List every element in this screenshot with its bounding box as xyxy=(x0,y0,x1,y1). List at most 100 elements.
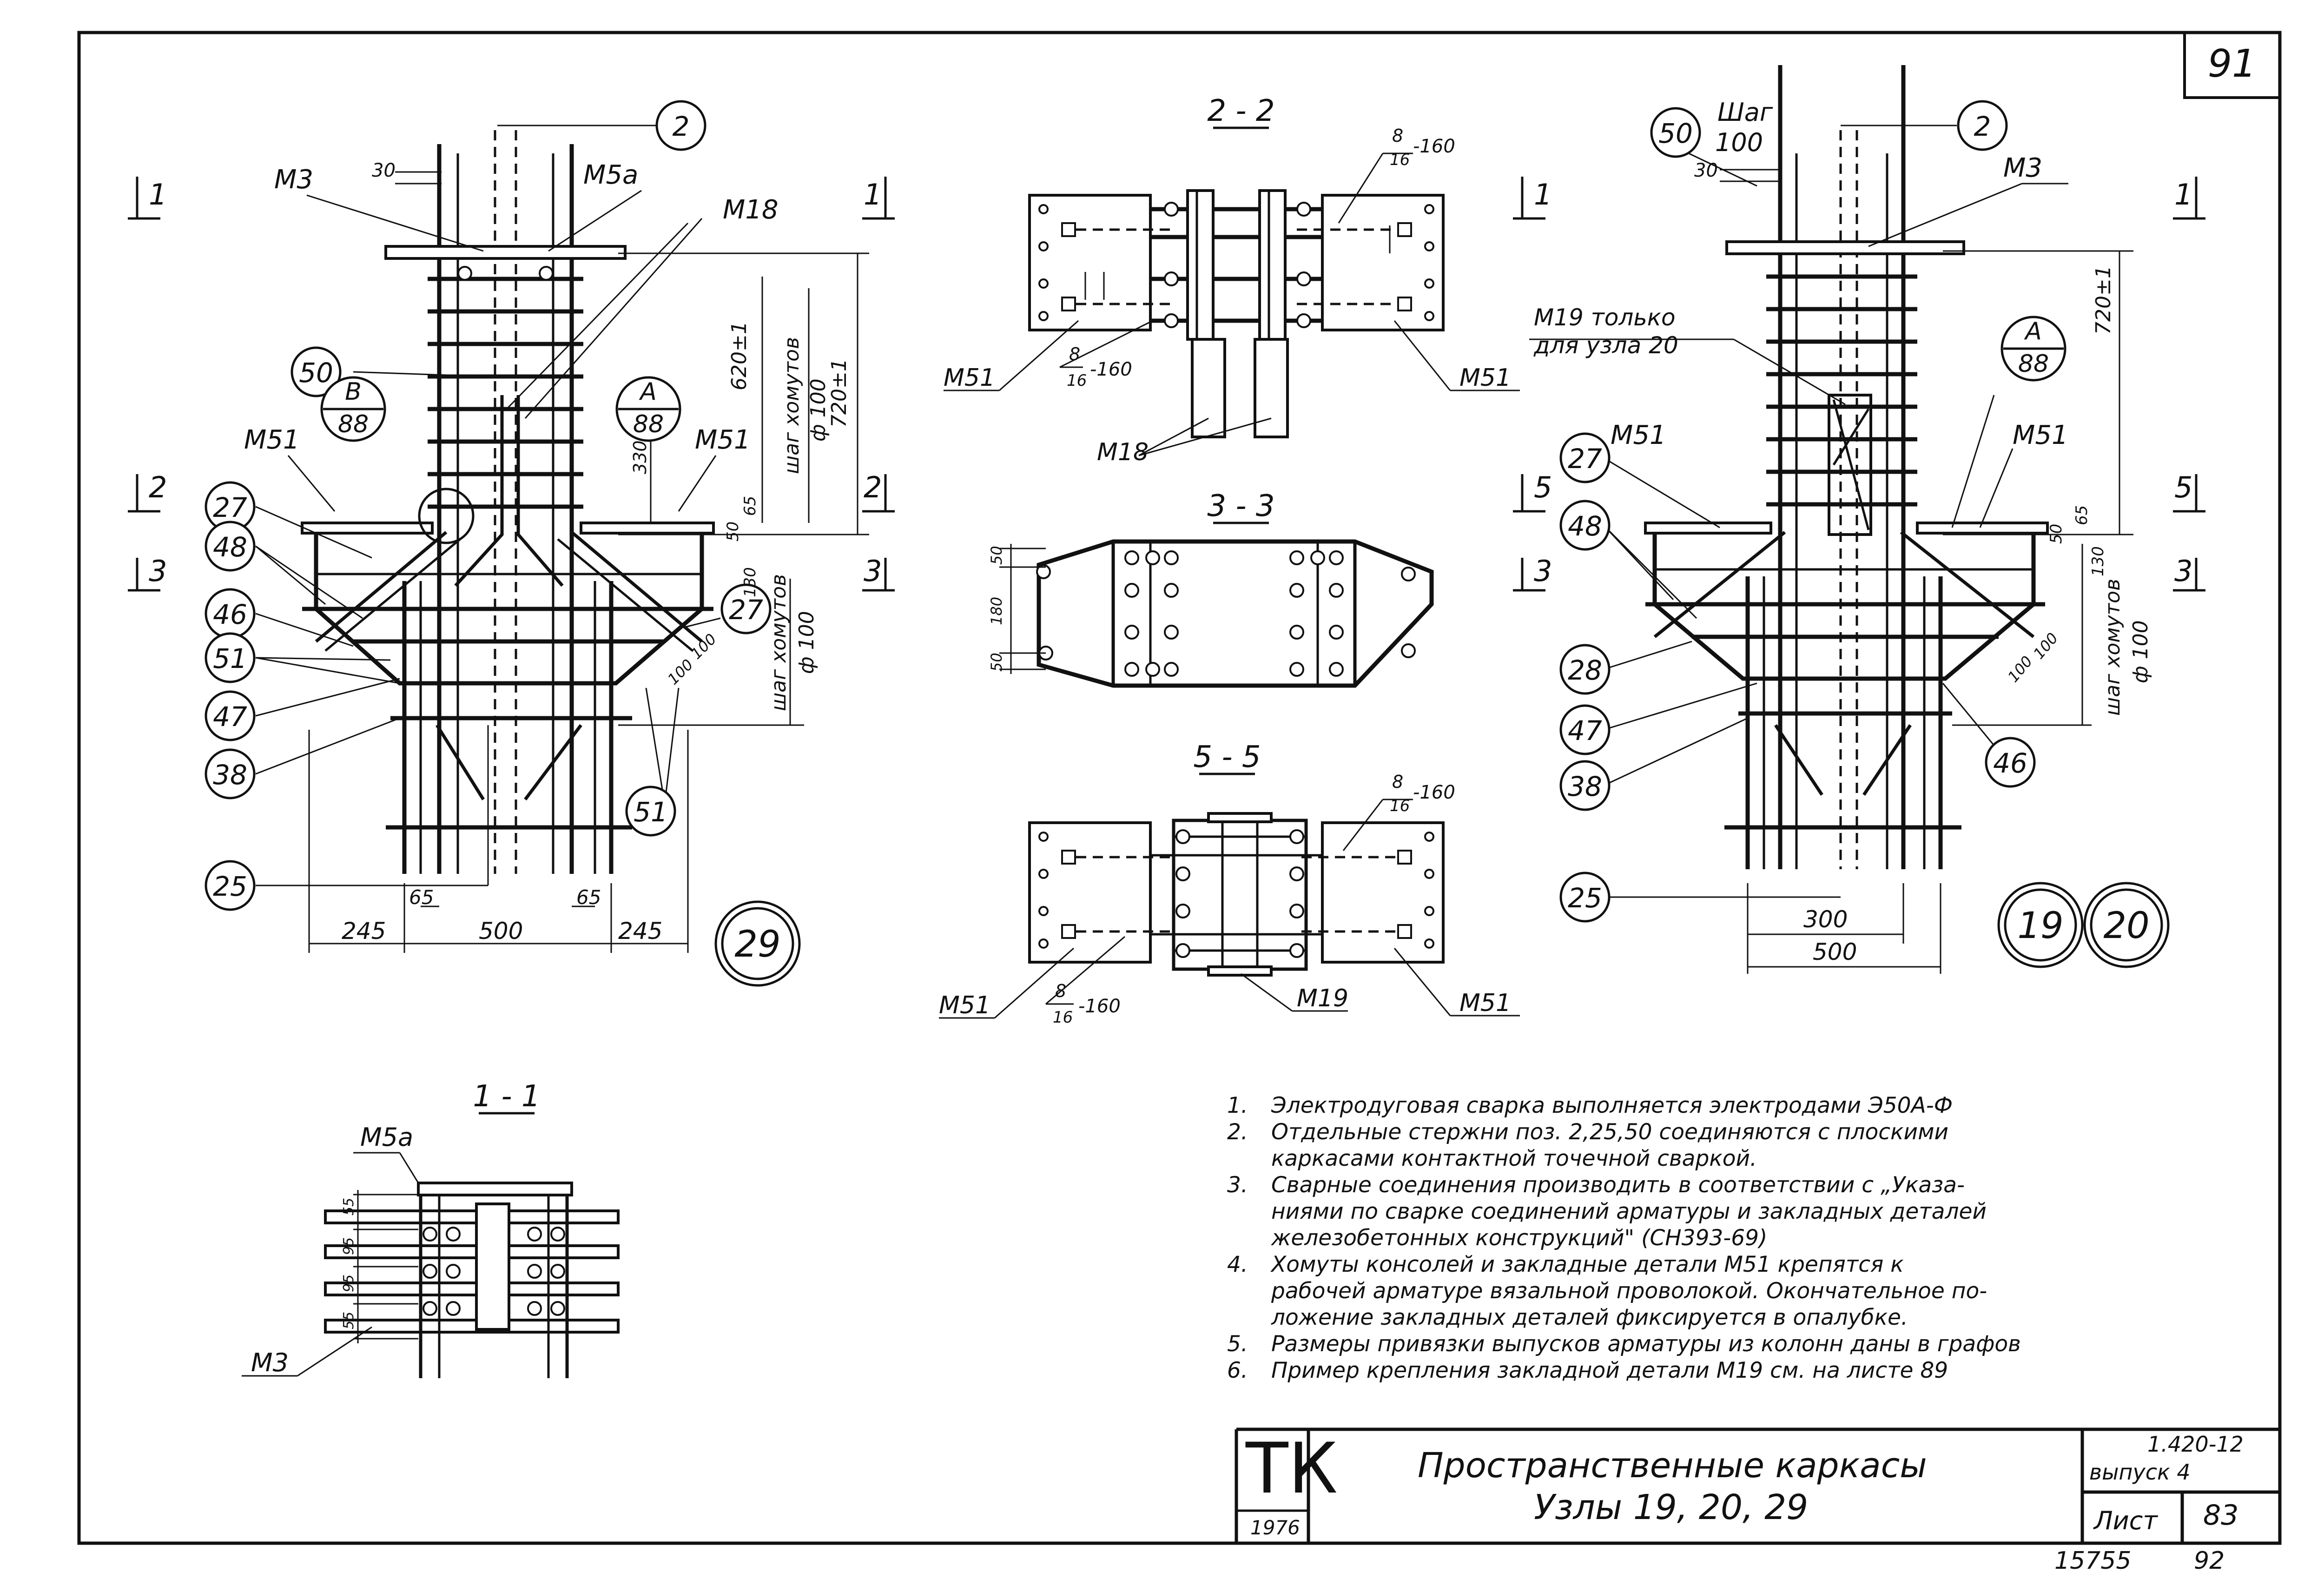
svg-text:48: 48 xyxy=(1568,510,1602,542)
title-block-issue: выпуск 4 xyxy=(2089,1460,2191,1485)
title-block-logo: ТК xyxy=(1246,1428,1338,1509)
dim-3-3-50-bottom: 50 xyxy=(988,653,1005,672)
position-bubble-27-r: 27 xyxy=(1559,432,1611,483)
dim-720-r: 720±1 xyxy=(2092,265,2115,335)
svg-text:5: 5 xyxy=(1534,470,1552,504)
section-mark-3-left-r: 3 xyxy=(1513,554,1552,592)
position-bubble-48-r: 48 xyxy=(1559,500,1611,551)
section-mark-1-right: 1 xyxy=(862,177,895,220)
dim-step-bottom: шаг хомутов xyxy=(767,574,791,711)
svg-text:-160: -160 xyxy=(1413,136,1455,157)
section-3-3: 3 - 3 50 180 50 xyxy=(988,489,1434,688)
note-item: 5. Размеры привязки выпусков арматуры из… xyxy=(1227,1331,2021,1357)
svg-text:3: 3 xyxy=(1534,554,1552,588)
dim-30: 30 xyxy=(372,160,396,181)
svg-text:16: 16 xyxy=(1390,151,1410,169)
dim-620: 620±1 xyxy=(727,321,751,390)
detail-callout-a-r: A 88 xyxy=(2000,316,2067,382)
position-bubble-2-r: 2 xyxy=(1957,100,2008,151)
dim-500-r: 500 xyxy=(1813,938,1857,965)
section-mark-3-left: 3 xyxy=(128,554,167,592)
label-m3-r: М3 xyxy=(2003,153,2042,183)
section-title-2-2: 2 - 2 xyxy=(1207,94,1274,128)
note-item: 6. Пример крепления закладной детали М19… xyxy=(1227,1358,1948,1383)
label-m51-2-2-left: М51 xyxy=(944,364,995,392)
label-step-value: 100 xyxy=(1715,128,1763,157)
svg-text:48: 48 xyxy=(213,531,247,563)
title-block-title-2: Узлы 19, 20, 29 xyxy=(1534,1487,1809,1527)
bottom-left-code: 15755 xyxy=(2054,1547,2132,1575)
dim-1-1-55-top: 55 xyxy=(341,1198,357,1215)
title-block-year: 1976 xyxy=(1250,1516,1300,1539)
dim-130-r: 130 xyxy=(2089,546,2107,576)
section-title-5-5: 5 - 5 xyxy=(1193,740,1261,774)
section-mark-2-right: 2 xyxy=(862,470,895,513)
dim-100b-r: 100 xyxy=(2030,629,2061,662)
svg-text:3: 3 xyxy=(2174,554,2192,588)
label-m19-note-1: М19 только xyxy=(1534,304,1676,331)
node-label-29: 29 xyxy=(714,900,801,987)
label-m51-right: М51 xyxy=(695,425,751,455)
svg-text:51: 51 xyxy=(634,796,668,828)
svg-text:1: 1 xyxy=(149,178,167,211)
dim-50: 50 xyxy=(724,522,742,542)
position-bubble-27-left: 27 xyxy=(205,481,256,532)
section-mark-1-right-r: 1 xyxy=(2173,177,2205,220)
svg-text:1: 1 xyxy=(864,178,882,211)
label-m51-left: М51 xyxy=(244,425,300,455)
dim-100a-r: 100 xyxy=(2004,653,2036,686)
svg-text:2: 2 xyxy=(673,111,690,142)
svg-text:88: 88 xyxy=(2018,350,2049,378)
svg-text:19: 19 xyxy=(2017,905,2063,947)
dim-130: 130 xyxy=(741,567,759,597)
dim-65-r: 65 xyxy=(2073,505,2091,525)
svg-text:8: 8 xyxy=(1055,981,1066,1001)
position-bubble-47-r: 47 xyxy=(1559,704,1611,755)
svg-text:-160: -160 xyxy=(1090,359,1132,380)
label-step: Шаг xyxy=(1717,98,1773,127)
note-item: 3. Сварные соединения производить в соот… xyxy=(1227,1172,1987,1251)
dim-50-r: 50 xyxy=(2047,524,2066,544)
dim-3-3-50-top: 50 xyxy=(988,546,1005,565)
svg-text:-160: -160 xyxy=(1078,996,1121,1017)
bottom-right-code: 92 xyxy=(2194,1547,2225,1575)
svg-text:27: 27 xyxy=(729,594,763,626)
svg-text:8: 8 xyxy=(1069,344,1080,364)
section-mark-1-left: 1 xyxy=(128,177,167,220)
position-bubble-38-r: 38 xyxy=(1559,760,1611,811)
general-notes: 1. Электродуговая сварка выполняется эле… xyxy=(1227,1092,2273,1384)
svg-text:20: 20 xyxy=(2103,905,2149,947)
position-bubble-46-r: 46 xyxy=(1985,737,2036,788)
svg-text:2: 2 xyxy=(864,470,882,504)
position-bubble-51-left: 51 xyxy=(205,632,256,683)
svg-text:1: 1 xyxy=(1534,178,1552,211)
position-bubble-25-r: 25 xyxy=(1559,872,1611,923)
svg-text:A: A xyxy=(2024,317,2042,345)
svg-text:27: 27 xyxy=(1568,443,1602,475)
title-block-sheet-value: 83 xyxy=(2203,1499,2239,1532)
position-bubble-25: 25 xyxy=(205,860,256,911)
label-m5a: М5а xyxy=(583,160,638,190)
label-m51-2-2-right: М51 xyxy=(1459,364,1511,392)
detail-callout-a: A 88 xyxy=(615,376,681,442)
dim-65-left: 65 xyxy=(409,886,434,909)
svg-text:50: 50 xyxy=(1658,118,1693,149)
node-label-20: 20 xyxy=(2083,882,2170,968)
detail-callout-b: B 88 xyxy=(320,376,386,442)
position-bubble-46: 46 xyxy=(205,588,256,639)
title-block-series: 1.420-12 xyxy=(2147,1432,2244,1457)
position-bubble-50: 50 xyxy=(290,346,342,397)
section-mark-5-right: 5 xyxy=(2173,470,2205,513)
node-29-elevation: 1 1 2 2 3 3 2 50 27 48 46 51 47 38 25 xyxy=(128,100,895,987)
dim-step-value-r: ф 100 xyxy=(2129,620,2152,683)
position-bubble-51-right: 51 xyxy=(625,786,676,837)
section-2-2: 2 - 2 8 16 -160 8 16 -160 xyxy=(944,94,1520,466)
svg-text:16: 16 xyxy=(1390,797,1410,815)
dim-300: 300 xyxy=(1803,906,1848,933)
position-bubble-2: 2 xyxy=(655,100,706,151)
svg-text:5: 5 xyxy=(2174,470,2192,504)
note-item: 2. Отдельные стержни поз. 2,25,50 соедин… xyxy=(1227,1119,1949,1171)
svg-text:46: 46 xyxy=(213,599,247,630)
label-m51-5-5-left: М51 xyxy=(939,991,990,1019)
dim-1-1-95a: 95 xyxy=(341,1237,357,1255)
